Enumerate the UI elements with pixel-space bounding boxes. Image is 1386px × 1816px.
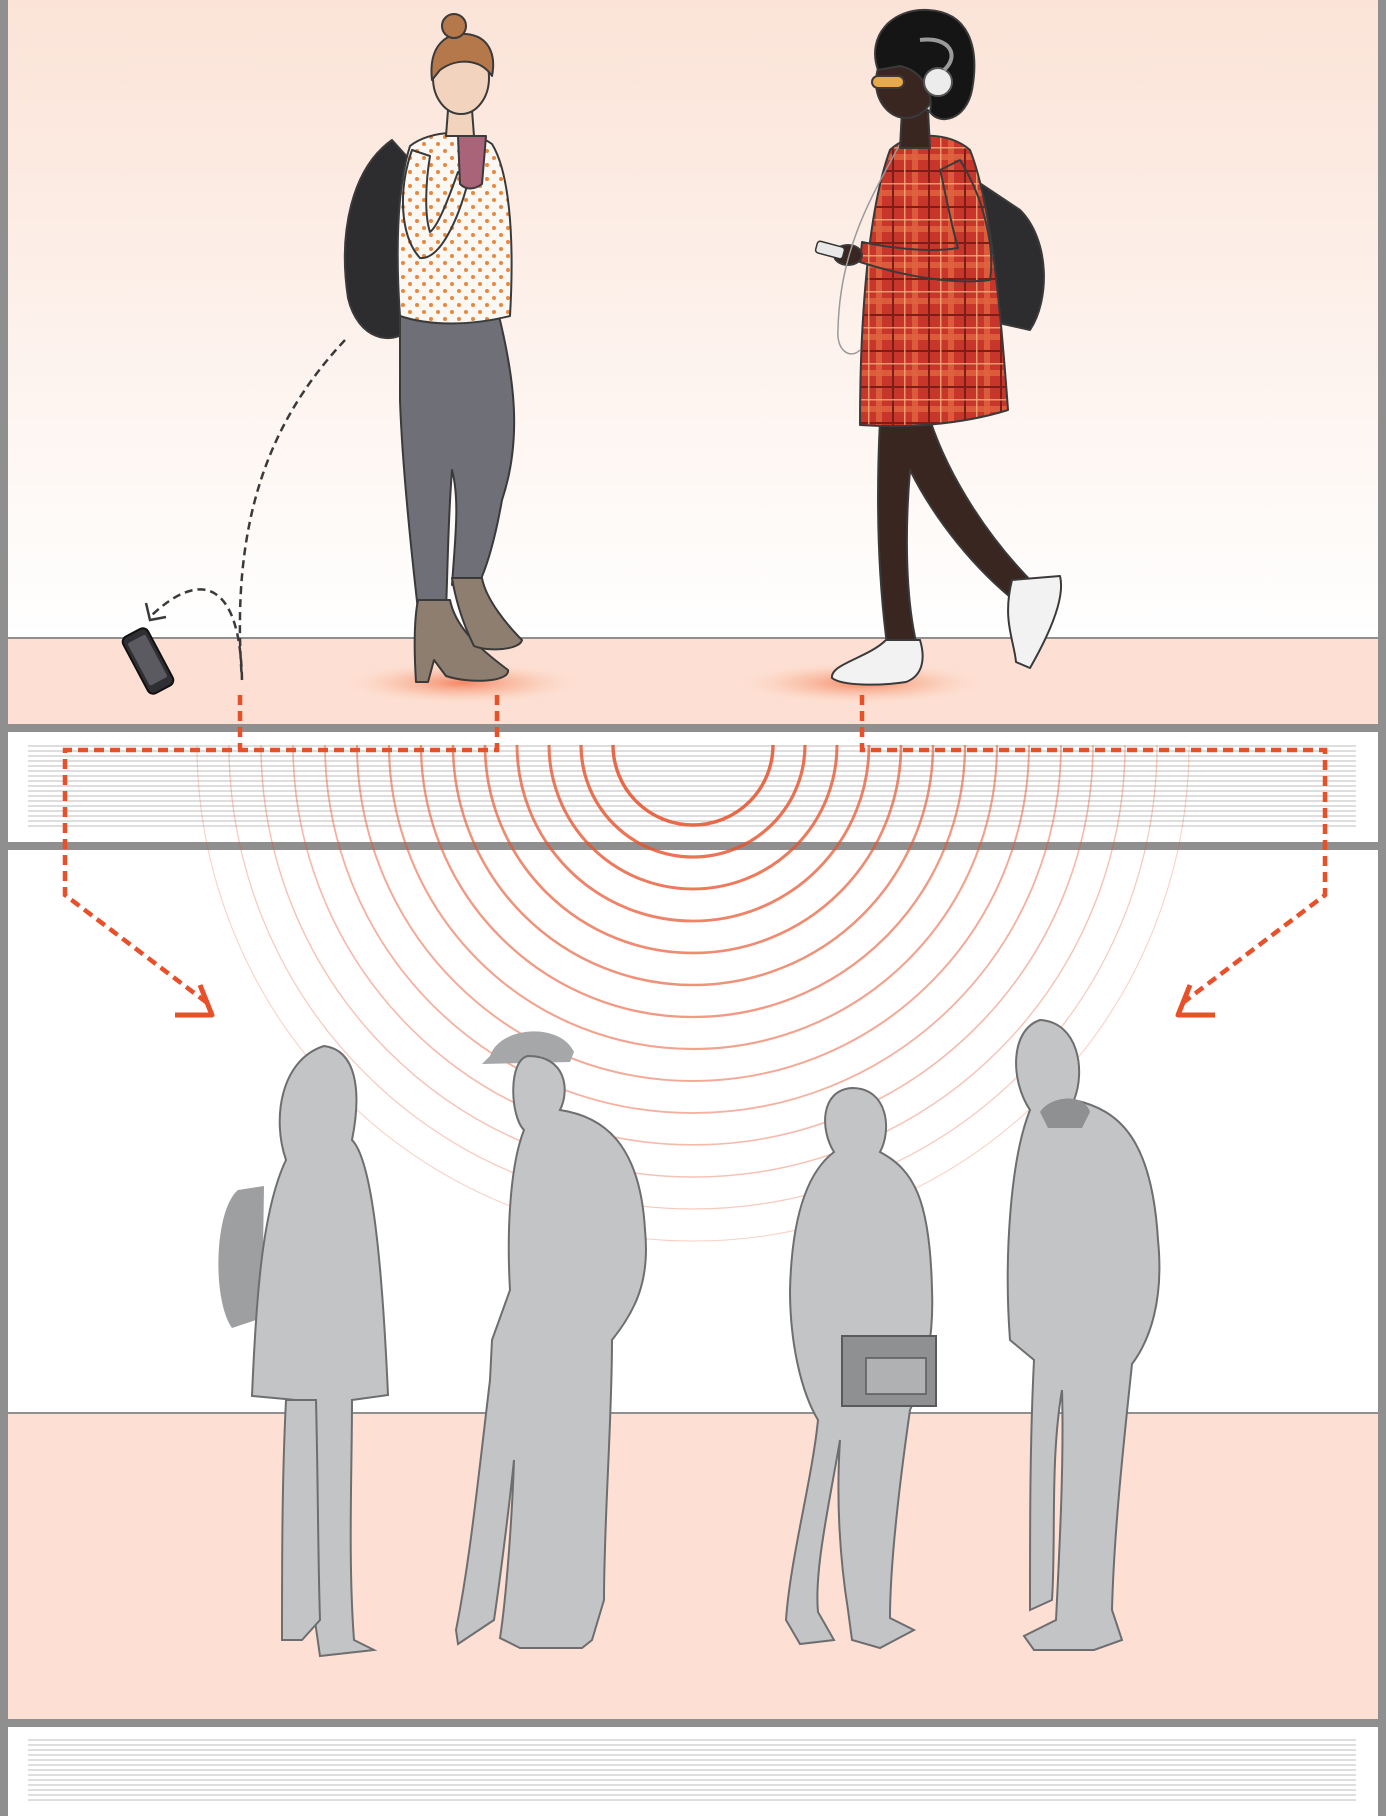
frame-right: [1378, 0, 1386, 1816]
lower-floor: [8, 850, 1378, 1719]
silhouette-woman-leg2: [282, 1400, 320, 1640]
floor-slab-upper: [0, 724, 1386, 850]
slab-upper-border-top: [0, 724, 1386, 732]
lower-floor-surface: [8, 1413, 1378, 1719]
slab-lower-border-top: [0, 1719, 1386, 1727]
sunglasses: [872, 76, 904, 88]
upper-floor: [8, 0, 1378, 724]
folder-sheet: [866, 1358, 926, 1394]
frame-left: [0, 0, 8, 1816]
floor-slab-lower: [0, 1719, 1386, 1816]
upper-wall: [8, 0, 1378, 638]
headphones-icon: [924, 68, 952, 96]
upper-floor-surface: [8, 638, 1378, 724]
cup: [458, 136, 486, 189]
lower-wall: [8, 850, 1378, 1413]
hair-bun: [442, 14, 466, 38]
